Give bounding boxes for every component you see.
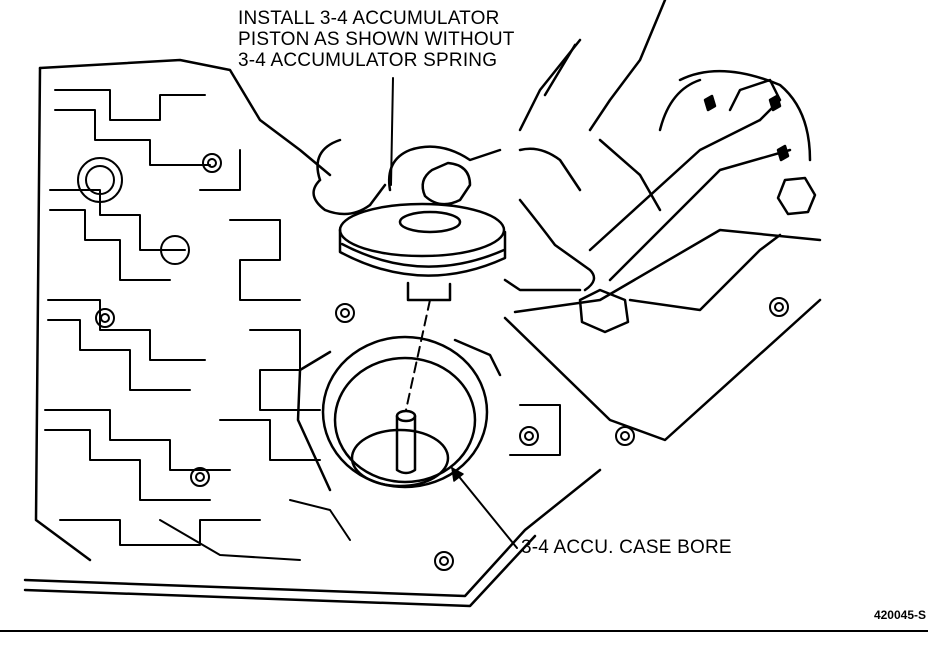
valve-body-bolts (95, 153, 789, 571)
bolt-icon (615, 426, 635, 446)
case-bore-callout: 3-4 ACCU. CASE BORE (521, 537, 732, 558)
install-callout-line-3: 3-4 ACCUMULATOR SPRING (238, 50, 498, 71)
valve-body (23, 58, 822, 608)
bolt-icon (202, 153, 222, 173)
install-callout: INSTALL 3-4 ACCUMULATOR PISTON AS SHOWN … (238, 8, 515, 71)
leader-line-install (390, 77, 394, 186)
install-path-dashed-line (405, 299, 431, 411)
bolt-icon (95, 308, 115, 328)
bolt-icon (434, 551, 454, 571)
figure-code: 420045-S (873, 608, 926, 622)
hand (312, 0, 667, 292)
install-callout-line-2: PISTON AS SHOWN WITHOUT (238, 29, 515, 50)
bolt-icon (519, 426, 539, 446)
accumulator-piston (338, 202, 507, 302)
bolt-icon (335, 303, 355, 323)
leader-line-case-bore (451, 467, 518, 549)
bolt-icon (769, 297, 789, 317)
valve-body-passages (44, 89, 561, 561)
footer-rule (0, 630, 928, 632)
accumulator-case-bore (296, 335, 502, 492)
accumulator-pin (395, 409, 417, 475)
leader-arrow-case-bore (451, 467, 464, 482)
tool (578, 69, 817, 334)
bolt-icon (190, 467, 210, 487)
valve-body-ports (77, 157, 190, 265)
install-callout-line-1: INSTALL 3-4 ACCUMULATOR (238, 8, 500, 29)
